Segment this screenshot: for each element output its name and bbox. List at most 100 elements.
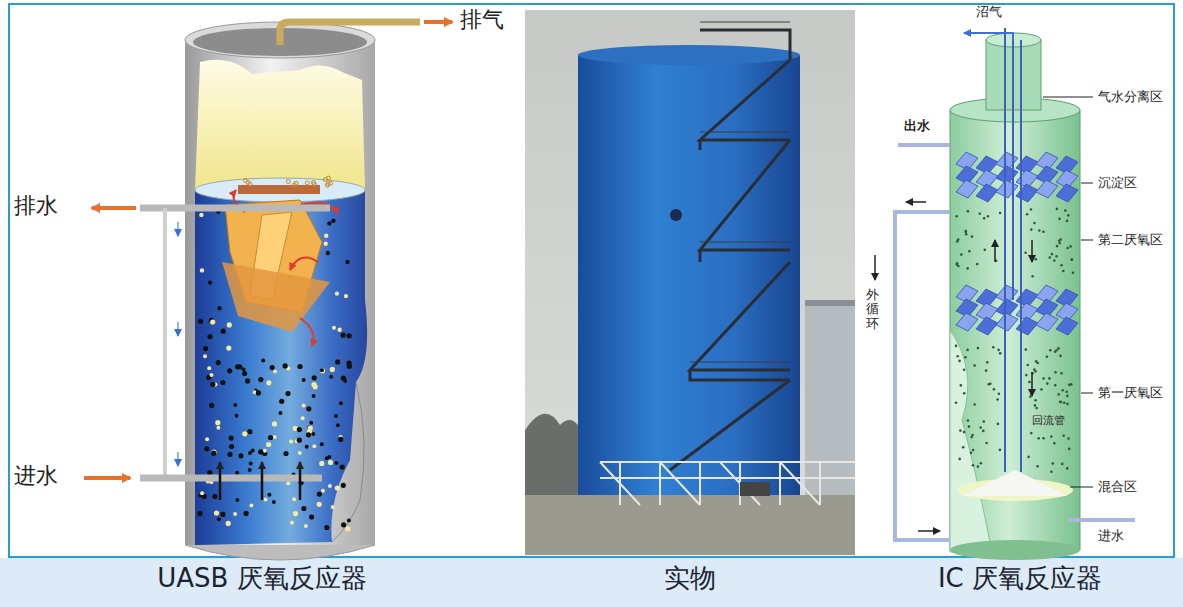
sludge-dot <box>233 512 237 516</box>
sludge-dot <box>1046 382 1049 385</box>
sludge-dot <box>235 471 239 475</box>
sludge-dot <box>312 394 316 398</box>
sludge-dot <box>340 464 345 469</box>
sludge-dot <box>999 352 1002 355</box>
ic-reactor <box>875 28 1135 560</box>
sludge-dot <box>331 219 335 223</box>
sludge-dot <box>1030 432 1033 435</box>
sludge-dot <box>1046 356 1049 359</box>
sludge-dot <box>248 468 252 472</box>
sludge-dot <box>1054 351 1057 354</box>
sludge-dot <box>987 215 990 218</box>
sludge-dot <box>273 435 277 439</box>
sludge-dot <box>320 368 325 373</box>
sludge-dot <box>1028 381 1031 384</box>
sludge-dot <box>203 346 208 351</box>
sludge-dot <box>302 403 306 407</box>
gas-bubble <box>292 183 296 187</box>
sludge-dot <box>306 406 311 411</box>
sludge-dot <box>272 500 276 504</box>
sludge-dot <box>217 306 221 310</box>
sludge-dot <box>971 434 974 437</box>
sludge-dot <box>1052 462 1055 465</box>
sludge-dot <box>979 213 982 216</box>
sludge-dot <box>1033 222 1036 225</box>
sludge-dot <box>328 484 332 488</box>
sludge-dot <box>197 511 202 516</box>
zone-label: 第二厌氧区 <box>1098 232 1163 248</box>
sludge-dot <box>973 364 976 367</box>
sludge-dot <box>345 526 350 531</box>
sludge-dot <box>286 481 290 485</box>
sludge-dot <box>235 414 239 418</box>
sludge-dot <box>215 420 220 425</box>
sludge-dot <box>297 427 302 432</box>
sludge-dot <box>319 461 324 466</box>
sludge-dot <box>1069 245 1072 248</box>
sludge-dot <box>980 462 983 465</box>
sludge-dot <box>341 483 346 488</box>
sludge-dot <box>290 521 294 525</box>
sludge-dot <box>1027 456 1030 459</box>
inclined-plate <box>956 313 978 331</box>
sludge-dot <box>1042 437 1045 440</box>
sludge-dot <box>229 444 234 449</box>
sludge-dot <box>261 359 265 363</box>
sludge-dot <box>343 379 347 383</box>
sludge-dot <box>293 511 298 516</box>
sludge-dot <box>341 522 346 527</box>
sludge-dot <box>347 518 351 522</box>
sludge-dot <box>1053 442 1056 445</box>
sludge-dot <box>1058 242 1061 245</box>
sludge-dot <box>1026 213 1029 216</box>
sludge-dot <box>217 517 221 521</box>
gas-bubble <box>286 180 290 184</box>
sludge-dot <box>1055 255 1058 258</box>
sludge-dot <box>304 524 308 528</box>
gas-label: 沼气 <box>976 4 1002 20</box>
sludge-dot <box>983 420 986 423</box>
sludge-dot <box>301 416 305 420</box>
sludge-dot <box>979 426 982 429</box>
sludge-dot <box>238 453 243 458</box>
sludge-dot <box>1066 220 1069 223</box>
sludge-dot <box>1025 348 1028 351</box>
sludge-dot <box>283 451 288 456</box>
sludge-dot <box>1070 383 1073 386</box>
sludge-dot <box>1054 384 1057 387</box>
inlet-label: 进水 <box>14 463 58 489</box>
sludge-dot <box>1056 208 1059 211</box>
sludge-dot <box>324 242 328 246</box>
sludge-dot <box>216 426 220 430</box>
sludge-dot <box>331 505 335 509</box>
sludge-dot <box>1033 368 1036 371</box>
gas-bubble <box>327 176 331 180</box>
gas-bubble <box>325 183 329 187</box>
inclined-plate <box>996 313 1018 331</box>
sludge-dot <box>955 215 958 218</box>
sludge-dot <box>256 390 261 395</box>
sludge-dot <box>956 240 959 243</box>
zone-label: 第一厌氧区 <box>1098 385 1163 401</box>
sludge-dot <box>214 510 219 515</box>
sludge-dot <box>311 382 316 387</box>
sludge-dot <box>347 333 352 338</box>
sludge-dot <box>996 398 999 401</box>
sludge-dot <box>966 267 969 270</box>
sludge-dot <box>1057 393 1060 396</box>
sludge-dot <box>312 444 316 448</box>
sludge-dot <box>306 432 311 437</box>
sludge-dot <box>298 451 302 455</box>
sludge-dot <box>321 489 325 493</box>
sludge-dot <box>1048 377 1051 380</box>
sludge-dot <box>226 346 231 351</box>
sludge-dot <box>1065 390 1068 393</box>
sludge-dot <box>205 437 209 441</box>
sludge-dot <box>336 423 340 427</box>
sludge-dot <box>258 377 263 382</box>
sludge-dot <box>264 498 268 502</box>
sludge-dot <box>997 423 1000 426</box>
sludge-dot <box>266 442 271 447</box>
sludge-dot <box>335 461 339 465</box>
